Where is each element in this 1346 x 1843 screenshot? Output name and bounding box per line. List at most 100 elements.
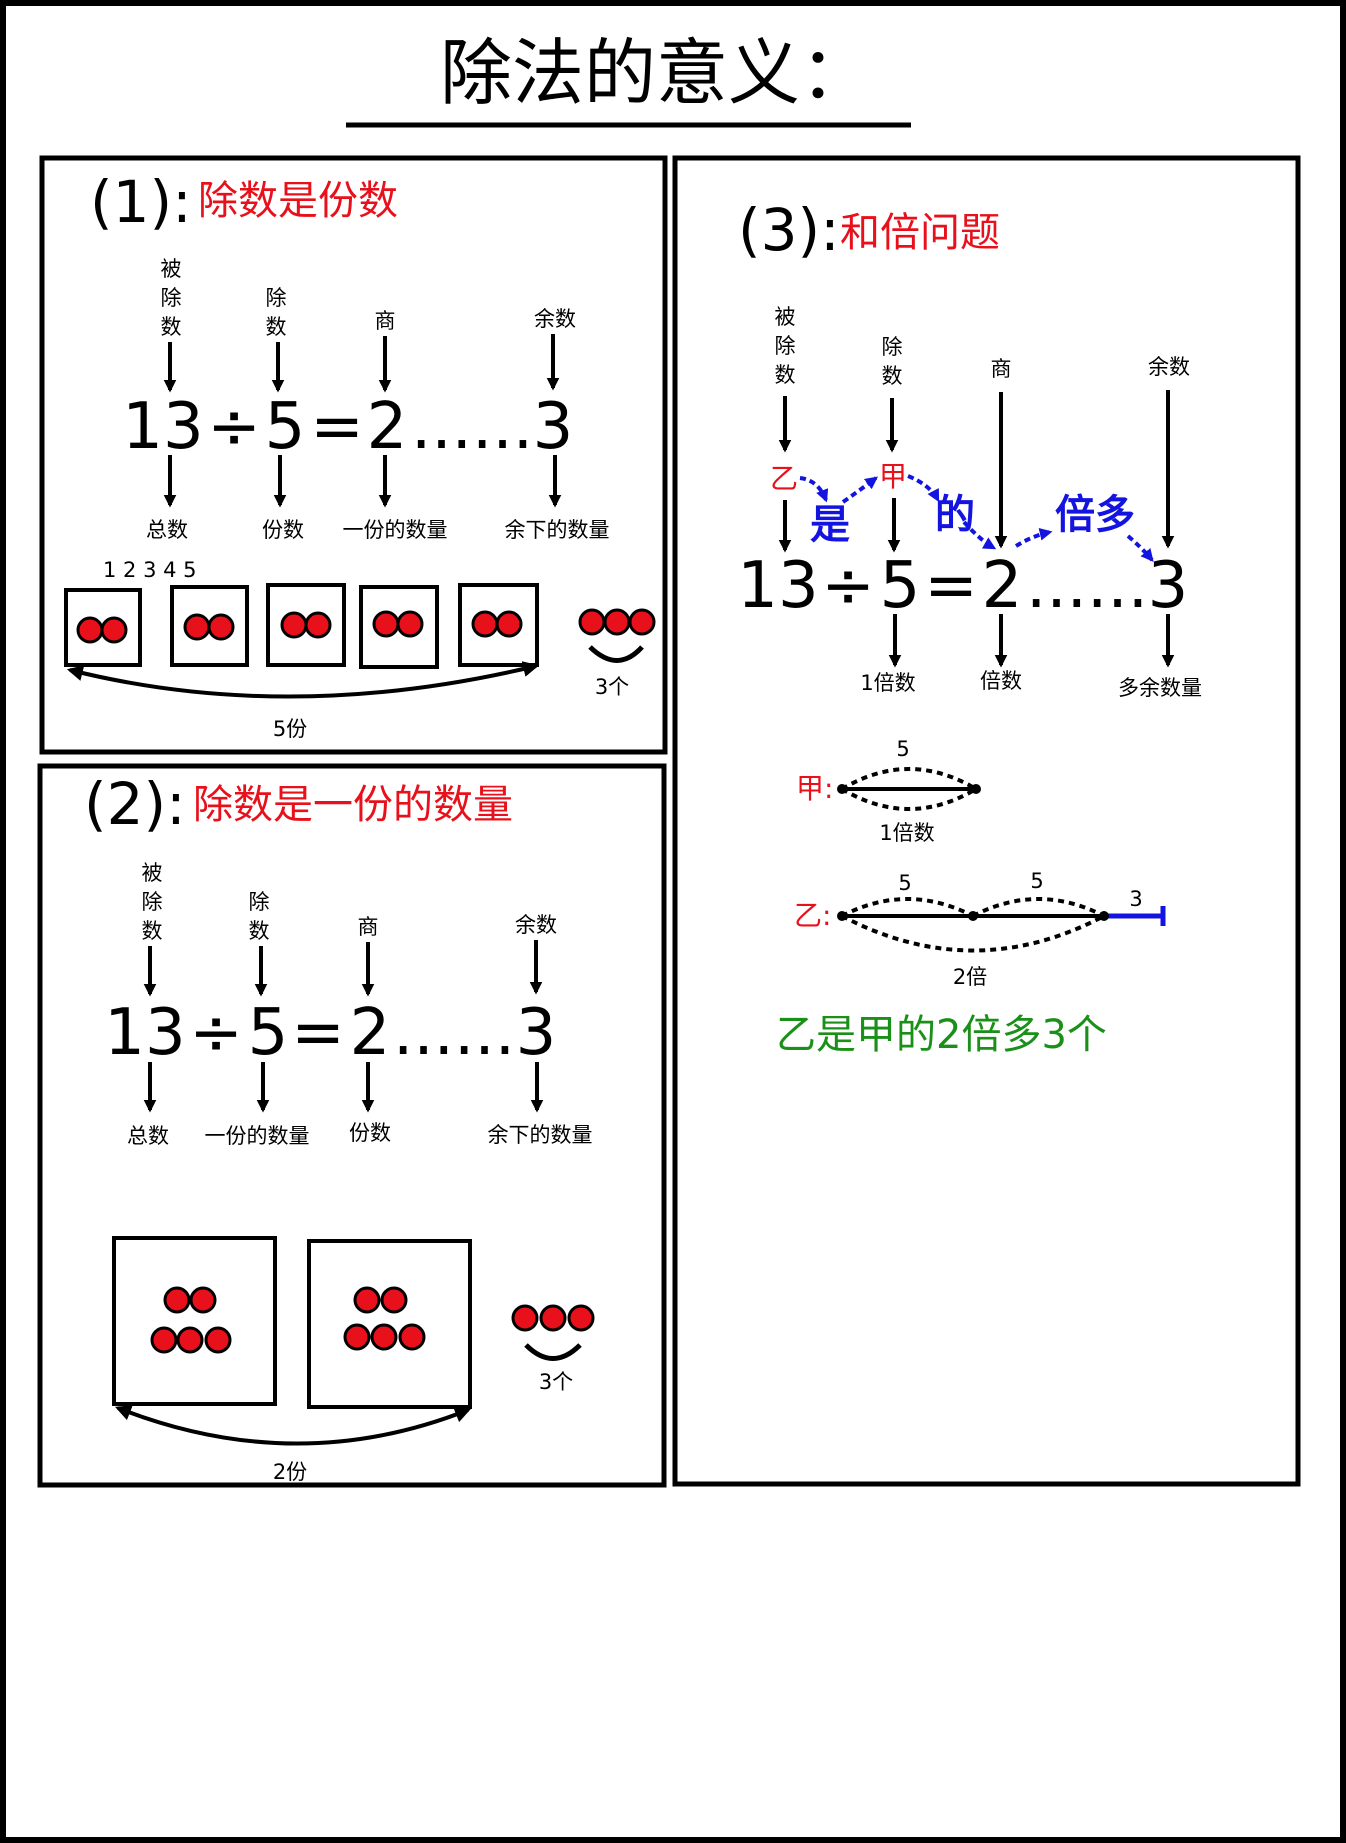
span-label: 5份	[273, 717, 307, 741]
panel-2: (2): 除数是一份的数量 被 除 数 除 数 商 余数 13 ÷ 5 = 2 …	[84, 770, 595, 1484]
label-dividend-char-2: 除	[161, 286, 182, 310]
label-extra-amount: 多余数量	[1118, 676, 1202, 700]
equation-dots: ......	[411, 390, 533, 464]
equation-remainder: 3	[1148, 549, 1189, 623]
group-box-1	[112, 1236, 277, 1406]
panel-1: (1): 除数是份数 被 除 数 除 数 商 余数 13 ÷ 5 = 2 ...…	[64, 168, 656, 741]
label-divisor-char-1: 除	[882, 335, 903, 359]
label-quotient: 商	[375, 309, 396, 333]
panel-3-bottom-labels: 1倍数 倍数 多余数量	[860, 669, 1202, 700]
conclusion-text: 乙是甲的2倍多3个	[776, 1012, 1107, 1058]
label-leftover: 余下的数量	[488, 1123, 593, 1147]
jia-line-label: 甲:	[796, 772, 833, 805]
equation-dividend: 13	[122, 390, 203, 464]
label-quotient: 商	[991, 357, 1012, 381]
equation-equals-sign: =	[291, 996, 345, 1070]
equation-equals-sign: =	[310, 390, 364, 464]
remainder-smile	[588, 645, 644, 663]
panel-3-heading: 和倍问题	[840, 210, 1000, 256]
label-de: 的	[935, 492, 975, 538]
label-amount-per-share: 一份的数量	[205, 1124, 310, 1148]
label-remainder: 余数	[515, 913, 557, 937]
span-arrow	[115, 1405, 471, 1446]
remainder-count: 3个	[595, 675, 629, 699]
label-leftover: 余下的数量	[505, 518, 610, 542]
jia-top-label: 5	[896, 737, 909, 761]
panel-2-heading: 除数是一份的数量	[193, 782, 513, 828]
label-shares: 份数	[349, 1121, 391, 1145]
label-remainder: 余数	[1148, 355, 1190, 379]
yi-segment-diagram: 乙: 5 5 3 2倍	[794, 869, 1166, 989]
equation-quotient: 2	[367, 390, 408, 464]
panel-1-top-labels: 被 除 数 除 数 商 余数	[161, 257, 577, 339]
panel-2-up-arrows	[143, 1062, 544, 1113]
label-dividend-char-3: 数	[161, 315, 182, 339]
equation-dots: ......	[393, 996, 515, 1070]
label-dividend-char-3: 数	[775, 363, 796, 387]
panel-3: (3): 和倍问题 被 除 数 除 数 商 余数 乙 甲 是 的 倍多	[737, 196, 1202, 1058]
equation-remainder: 3	[533, 390, 574, 464]
label-remainder: 余数	[534, 307, 576, 331]
panel-3-up-arrows	[888, 614, 1175, 668]
label-jia: 甲	[879, 460, 907, 493]
label-divisor-char-2: 数	[249, 919, 270, 943]
label-divisor-char-1: 除	[249, 890, 270, 914]
panel-3-frame	[672, 155, 1301, 1487]
panel-3-mid-labels: 乙 甲 是 的 倍多	[770, 460, 1135, 548]
panel-1-heading: 除数是份数	[198, 178, 398, 224]
remainder-count: 3个	[539, 1370, 573, 1394]
jia-bottom-label: 1倍数	[879, 821, 934, 845]
panel-2-bottom-labels: 总数 一份的数量 份数 余下的数量	[127, 1121, 593, 1148]
panel-3-down-arrows	[778, 390, 1175, 553]
equation-quotient: 2	[350, 996, 391, 1070]
equation-divide-sign: ÷	[821, 549, 875, 623]
yi-extra-label: 3	[1129, 887, 1142, 911]
panel-2-top-labels: 被 除 数 除 数 商 余数	[142, 861, 558, 943]
panel-3-top-labels: 被 除 数 除 数 商 余数	[775, 305, 1191, 388]
span-arrow	[66, 661, 540, 699]
label-one-times: 1倍数	[860, 671, 915, 695]
label-yi: 乙	[770, 462, 798, 495]
panel-1-equation: 13 ÷ 5 = 2 ...... 3	[122, 390, 573, 464]
label-dividend-char-1: 被	[161, 257, 182, 281]
yi-bottom-label: 2倍	[953, 965, 987, 989]
equation-quotient: 2	[982, 549, 1023, 623]
label-divisor-char-2: 数	[882, 364, 903, 388]
panel-3-equation: 13 ÷ 5 = 2 ...... 3	[737, 549, 1188, 623]
equation-dividend: 13	[737, 549, 818, 623]
panel-1-up-arrows	[163, 455, 562, 508]
yi-seg1-label: 5	[898, 871, 911, 895]
panel-2-number: (2):	[84, 770, 186, 838]
label-amount-per-share: 一份的数量	[343, 518, 448, 542]
remainder-smile	[524, 1343, 582, 1361]
equation-dots: ......	[1026, 549, 1148, 623]
label-divisor-char-2: 数	[266, 315, 287, 339]
label-total: 总数	[146, 518, 188, 542]
label-quotient: 商	[358, 915, 379, 939]
equation-remainder: 3	[516, 996, 557, 1070]
label-multiple: 倍数	[980, 669, 1022, 693]
span-label: 2份	[273, 1460, 307, 1484]
label-dividend-char-2: 除	[775, 334, 796, 358]
equation-divisor: 5	[248, 996, 289, 1070]
panel-1-frame	[39, 155, 668, 755]
equation-divide-sign: ÷	[189, 996, 243, 1070]
label-divisor-char-1: 除	[266, 286, 287, 310]
panel-1-number: (1):	[90, 168, 192, 236]
panel-2-frame	[37, 763, 667, 1488]
label-dividend-char-1: 被	[775, 305, 796, 329]
equation-divisor: 5	[265, 390, 306, 464]
yi-line-label: 乙:	[794, 899, 831, 932]
equation-dividend: 13	[104, 996, 185, 1070]
page-title: 除法的意义：	[440, 31, 872, 115]
equation-divisor: 5	[880, 549, 921, 623]
label-shares: 份数	[262, 518, 304, 542]
label-total: 总数	[127, 1124, 169, 1148]
panel-3-blue-flow-arrows	[799, 474, 1154, 562]
label-dividend-char-3: 数	[142, 919, 163, 943]
jia-segment-diagram: 甲: 5 1倍数	[796, 737, 981, 845]
yi-seg2-label: 5	[1030, 869, 1043, 893]
equation-divide-sign: ÷	[207, 390, 261, 464]
panel-3-number: (3):	[738, 196, 840, 264]
